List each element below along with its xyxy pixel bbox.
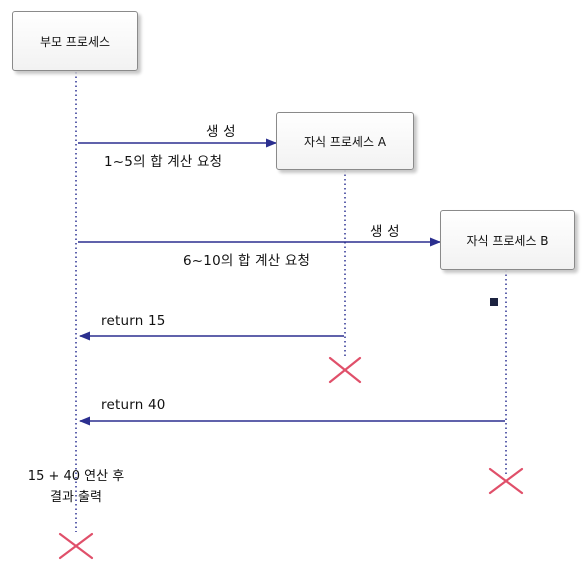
message-create-a-label: 생 성 bbox=[206, 124, 236, 140]
message-create-b-sublabel: 6~10의 합 계산 요청 bbox=[183, 253, 311, 269]
participant-child-a-label: 자식 프로세스 A bbox=[303, 134, 387, 149]
message-create-a-sublabel: 1~5의 합 계산 요청 bbox=[104, 154, 223, 170]
activation-marker bbox=[490, 298, 498, 306]
message-return-a-label: return 15 bbox=[101, 313, 166, 329]
terminate-icon-child-b bbox=[488, 467, 524, 495]
message-create-b-label: 생 성 bbox=[370, 224, 400, 240]
participant-child-a: 자식 프로세스 A bbox=[276, 112, 414, 170]
parent-note-line-1: 15 + 40 연산 후 bbox=[27, 469, 125, 484]
parent-note-line-2: 결과 출력 bbox=[50, 490, 102, 505]
participant-child-b: 자식 프로세스 B bbox=[440, 210, 575, 270]
terminate-icon-child-a bbox=[328, 356, 362, 384]
participant-parent: 부모 프로세스 bbox=[12, 11, 138, 71]
participant-parent-label: 부모 프로세스 bbox=[39, 34, 111, 49]
terminate-icon-parent bbox=[58, 532, 94, 560]
parent-note: 15 + 40 연산 후 결과 출력 bbox=[8, 466, 144, 508]
message-return-b-label: return 40 bbox=[101, 397, 166, 413]
participant-child-b-label: 자식 프로세스 B bbox=[466, 233, 549, 248]
